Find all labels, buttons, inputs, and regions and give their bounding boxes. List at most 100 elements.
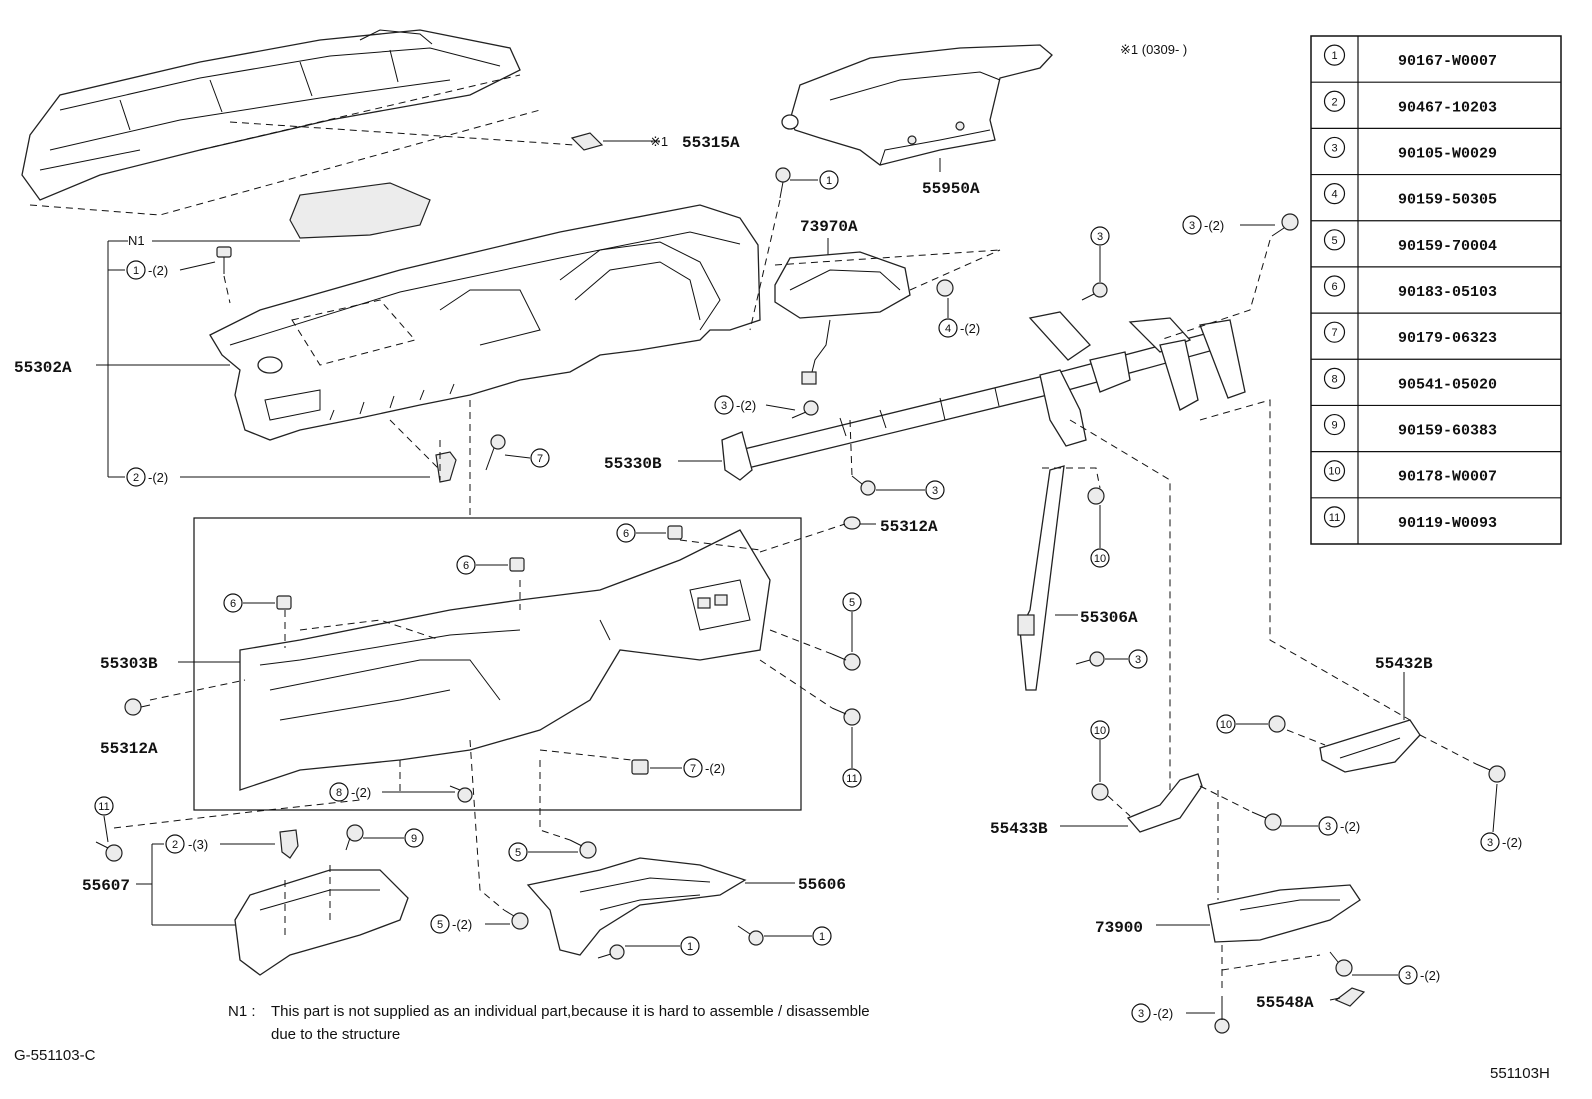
table-ref-circle xyxy=(1323,136,1346,159)
svg-text:6: 6 xyxy=(463,560,469,572)
nut-icon xyxy=(936,279,954,297)
callout-10-bracket: 10 xyxy=(1216,714,1236,734)
svg-text:7: 7 xyxy=(690,763,696,775)
svg-text:10: 10 xyxy=(1220,719,1232,731)
callout-11-box: 11 xyxy=(842,768,862,788)
svg-text:11: 11 xyxy=(98,801,109,813)
qty-label: -(2) xyxy=(960,321,980,336)
callout-3-brace: 3 xyxy=(1128,649,1148,669)
nut-icon xyxy=(1268,715,1286,733)
qty-label: -(2) xyxy=(705,761,725,776)
qty-label: -(2) xyxy=(1502,835,1522,850)
date-note: ※1 (0309- ) xyxy=(1120,42,1187,57)
svg-text:5: 5 xyxy=(515,847,521,859)
bolt-icon xyxy=(1251,811,1282,831)
clip-nut-icon xyxy=(509,557,525,572)
svg-text:3: 3 xyxy=(1135,654,1141,666)
svg-text:10: 10 xyxy=(1094,553,1106,565)
nut-icon xyxy=(831,653,861,671)
callout-6-b: 6 xyxy=(456,555,476,575)
table-ref-number: 6 xyxy=(1331,281,1337,293)
bolt-icon xyxy=(1329,951,1353,977)
part-label-55950a: 55950A xyxy=(922,180,980,198)
qty-label: -(2) xyxy=(452,917,472,932)
svg-text:9: 9 xyxy=(411,833,417,845)
table-ref-number: 5 xyxy=(1331,235,1337,247)
screw-icon xyxy=(485,434,506,471)
table-part-number: 90105-W0029 xyxy=(1398,145,1497,162)
svg-text:1: 1 xyxy=(819,931,825,943)
table-part-number: 90167-W0007 xyxy=(1398,53,1497,70)
table-part-number: 90178-W0007 xyxy=(1398,469,1497,486)
cap-55548a xyxy=(1334,987,1366,1007)
table-ref-number: 10 xyxy=(1328,466,1340,478)
part-label-55433b: 55433B xyxy=(990,820,1048,838)
footnote-marker: N1 : xyxy=(228,1003,256,1020)
svg-text:4: 4 xyxy=(945,323,951,335)
bolt-icon xyxy=(1081,282,1108,301)
part-label-55315a: 55315A xyxy=(682,134,740,152)
svg-text:3: 3 xyxy=(721,400,727,412)
clip-icon xyxy=(435,451,457,483)
part-label-55312a-left: 55312A xyxy=(100,740,158,758)
bolt-icon xyxy=(95,841,123,862)
table-ref-circle xyxy=(1323,275,1346,297)
table-ref-number: 7 xyxy=(1331,327,1337,339)
clip-icon xyxy=(843,516,861,530)
callout-3-beam-right: 3 xyxy=(1182,215,1202,235)
part-label-73900: 73900 xyxy=(1095,919,1143,937)
bolt-icon xyxy=(851,475,876,496)
table-part-number: 90541-05020 xyxy=(1398,376,1497,393)
svg-text:5: 5 xyxy=(849,597,855,609)
callout-3-beam-top: 3 xyxy=(1090,226,1110,246)
footnote-line-1: This part is not supplied as an individu… xyxy=(271,1003,870,1020)
bolt-icon xyxy=(1075,651,1105,667)
clip-nut-icon xyxy=(667,525,683,540)
callout-3-73900: 3 xyxy=(1398,965,1418,985)
callout-6-a: 6 xyxy=(223,593,243,613)
callout-10-lower: 10 xyxy=(1090,720,1110,740)
screw-icon xyxy=(775,167,791,199)
glove-box-55607 xyxy=(234,865,409,976)
qty-label: -(2) xyxy=(1204,218,1224,233)
bolt-icon xyxy=(1214,996,1230,1034)
lower-panel-group-box xyxy=(193,517,802,811)
table-ref-circle xyxy=(1323,506,1346,528)
bolt-icon xyxy=(737,925,764,946)
bracket-55433b xyxy=(1126,773,1203,833)
support-beam-55330b xyxy=(721,311,1246,481)
table-ref-number: 3 xyxy=(1331,142,1337,154)
bolt-icon xyxy=(791,400,819,419)
svg-text:1: 1 xyxy=(826,175,832,187)
brace-55306a xyxy=(1017,465,1065,691)
svg-text:6: 6 xyxy=(623,528,629,540)
table-ref-circle xyxy=(1323,321,1346,343)
page-code: 551103H xyxy=(1490,1065,1550,1082)
callout-5-lower: 5 xyxy=(508,842,528,862)
table-part-number: 90159-50305 xyxy=(1398,192,1497,209)
svg-text:6: 6 xyxy=(230,598,236,610)
table-ref-number: 4 xyxy=(1331,189,1337,201)
bracket-73900 xyxy=(1207,884,1361,943)
svg-text:5: 5 xyxy=(437,919,443,931)
svg-text:3: 3 xyxy=(1325,821,1331,833)
pad-55315a xyxy=(570,132,604,151)
svg-text:2: 2 xyxy=(172,839,178,851)
callout-3-bracket-right: 3 xyxy=(1480,832,1500,852)
table-part-number: 90159-60383 xyxy=(1398,423,1497,440)
svg-text:3: 3 xyxy=(1487,837,1493,849)
qty-label: -(2) xyxy=(1420,968,1440,983)
callout-5-upper: 5 xyxy=(842,592,862,612)
callout-7-panel: 7 xyxy=(530,448,550,468)
callout-10-brace: 10 xyxy=(1090,548,1110,568)
callout-1-cover-left: 1 xyxy=(680,936,700,956)
table-part-number: 90179-06323 xyxy=(1398,330,1497,347)
bolt-icon xyxy=(345,824,364,851)
bracket-55432b xyxy=(1319,719,1421,773)
part-label-55548a: 55548A xyxy=(1256,994,1314,1012)
qty-label: -(2) xyxy=(1340,819,1360,834)
callout-5-bottom: 5 xyxy=(430,914,450,934)
screw-icon xyxy=(216,246,232,274)
